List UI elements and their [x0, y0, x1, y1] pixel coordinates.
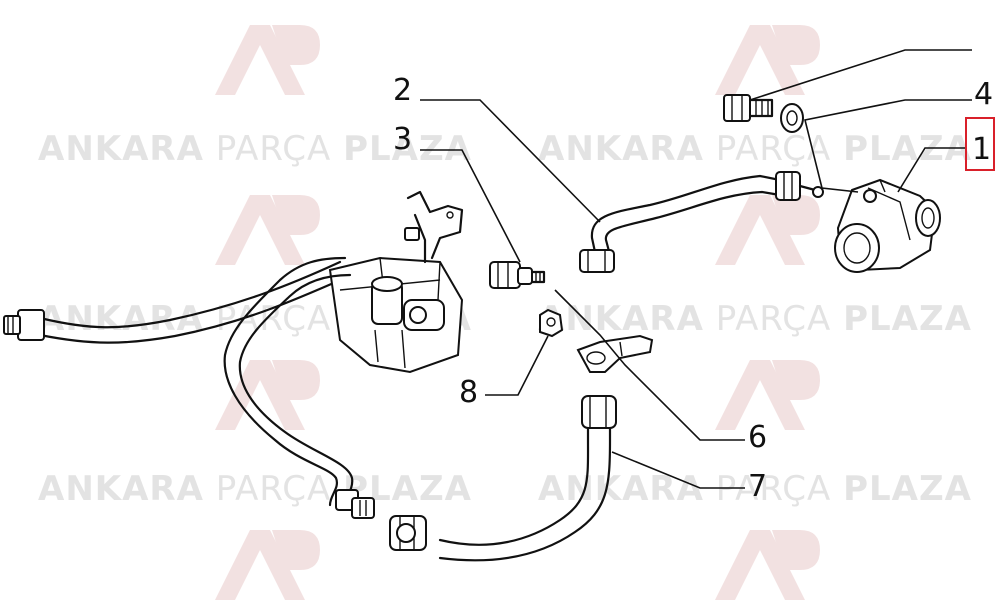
part-2-nut-right — [775, 171, 801, 201]
watermark-text: ANKARA PARÇA PLAZA — [538, 469, 972, 509]
left-nut — [3, 315, 21, 335]
watermark-logo — [715, 195, 820, 265]
callout-8: 8 — [459, 375, 478, 410]
callout-2: 2 — [393, 73, 412, 108]
left-pipe — [3, 260, 347, 344]
watermark-logo — [715, 360, 820, 430]
watermark-text: ANKARA PARÇA PLAZA — [538, 129, 972, 169]
part-7-nut-top — [581, 395, 617, 429]
callout-1-highlight — [965, 117, 995, 171]
part-8-clip — [539, 308, 564, 338]
leader-lines — [420, 49, 972, 489]
callout-6: 6 — [748, 420, 767, 455]
watermark-text: ANKARA PARÇA PLAZA — [38, 129, 472, 169]
watermark-logo — [215, 360, 320, 430]
part-2-pipe — [579, 171, 824, 273]
part-3-bolt — [489, 261, 546, 289]
watermark-logo — [215, 530, 320, 600]
callouts: 2 3 4 1 6 7 8 — [393, 73, 995, 504]
valve-block — [328, 190, 464, 374]
callout-1: 1 — [972, 132, 991, 167]
watermark-logo — [715, 530, 820, 600]
part-1-housing — [834, 178, 941, 273]
watermark-layer: ANKARA PARÇA PLAZA ANKARA PARÇA PLAZA AN… — [38, 25, 972, 600]
part-4-bolt-washer — [723, 94, 804, 133]
callout-7: 7 — [748, 469, 767, 504]
watermark-text: ANKARA PARÇA PLAZA — [38, 469, 472, 509]
callout-4: 4 — [974, 77, 993, 112]
lower-left-pipe — [223, 256, 375, 519]
watermark-text: ANKARA PARÇA PLAZA — [538, 299, 972, 339]
watermark-logo — [215, 195, 320, 265]
drawing-layer: 2 3 4 1 6 7 8 — [3, 49, 995, 562]
watermark-logo — [215, 25, 320, 95]
watermark-logo — [715, 25, 820, 95]
callout-3: 3 — [393, 122, 412, 157]
part-7-pipe — [389, 395, 617, 562]
left-fitting — [17, 309, 45, 341]
part-2-nut-left — [579, 249, 615, 273]
